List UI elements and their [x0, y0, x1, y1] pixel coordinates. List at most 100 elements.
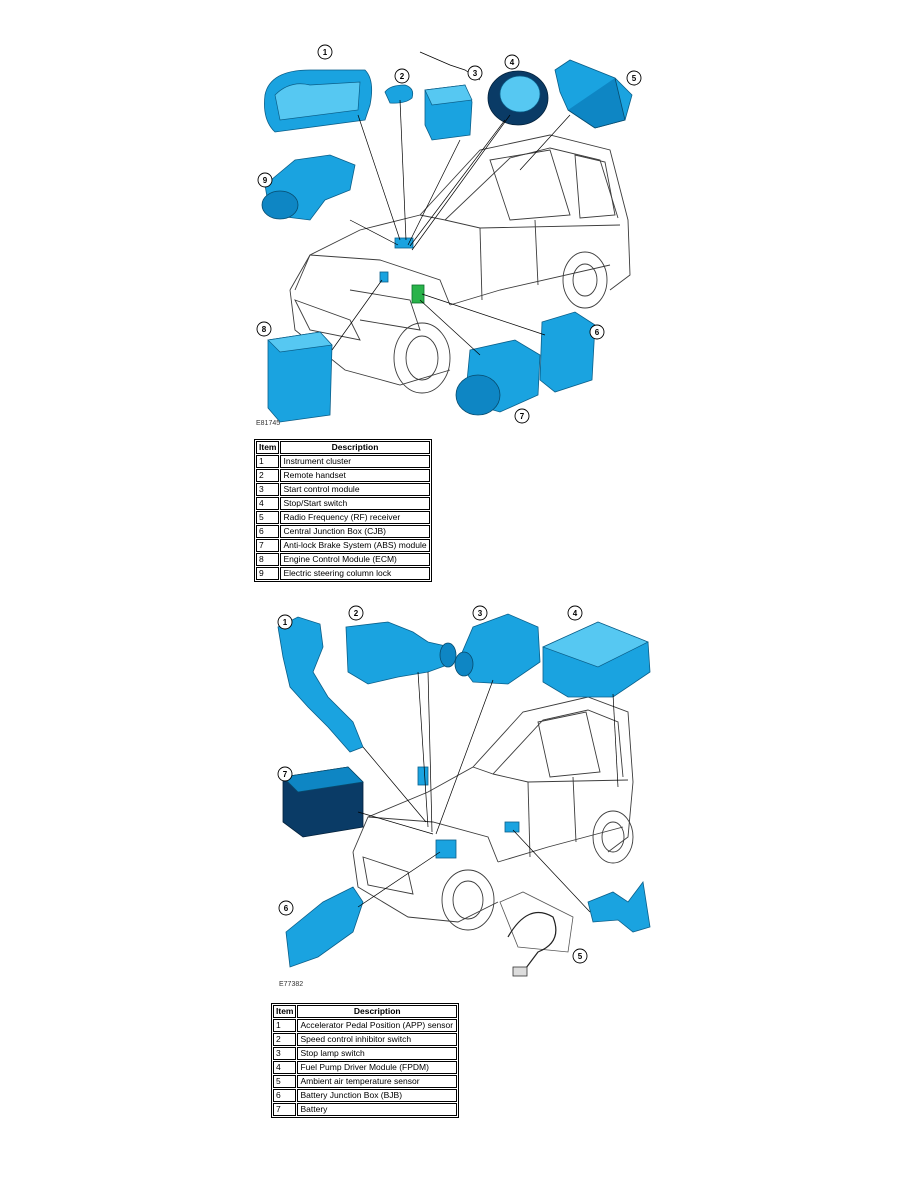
- start-control-module-part: [419, 51, 481, 141]
- mirror-location: [504, 821, 520, 833]
- item-number: 6: [273, 1089, 297, 1102]
- callout-7: 7: [277, 766, 293, 782]
- app-sensor-part: [277, 616, 364, 753]
- callout-6: 6: [278, 900, 294, 916]
- item-description: Engine Control Module (ECM): [280, 553, 430, 566]
- item-description: Anti-lock Brake System (ABS) module: [280, 539, 430, 552]
- svg-text:6: 6: [284, 904, 289, 913]
- item-description: Remote handset: [280, 469, 430, 482]
- svg-text:3: 3: [478, 609, 483, 618]
- callout-7: 7: [514, 408, 530, 424]
- item-description: Accelerator Pedal Position (APP) sensor: [297, 1019, 457, 1032]
- item-number: 5: [256, 511, 280, 524]
- item-number: 1: [273, 1019, 297, 1032]
- svg-text:5: 5: [632, 74, 637, 83]
- battery-part: [282, 766, 364, 838]
- callout-5: 5: [626, 70, 642, 86]
- cjb-part: [539, 311, 596, 393]
- item-number: 5: [273, 1075, 297, 1088]
- svg-text:9: 9: [263, 176, 268, 185]
- item-description: Ambient air temperature sensor: [297, 1075, 457, 1088]
- figure-1-code: E81745: [256, 420, 281, 427]
- item-number: 9: [256, 567, 280, 580]
- item-number: 7: [273, 1103, 297, 1116]
- svg-text:3: 3: [473, 69, 478, 78]
- ecm-location: [379, 271, 389, 283]
- item-number: 4: [256, 497, 280, 510]
- item-description: Speed control inhibitor switch: [297, 1033, 457, 1046]
- item-description: Instrument cluster: [280, 455, 430, 468]
- fpdm-part: [542, 621, 651, 698]
- item-number: 2: [273, 1033, 297, 1046]
- item-description: Battery Junction Box (BJB): [297, 1089, 457, 1102]
- figure-1-leaders: [331, 99, 571, 356]
- item-description: Central Junction Box (CJB): [280, 525, 430, 538]
- item-number: 2: [256, 469, 280, 482]
- figure-1-illustration: 1 2 3 4 5 6 7 8 9: [256, 44, 642, 424]
- figure-2-code: E77382: [279, 981, 304, 988]
- item-number: 4: [273, 1061, 297, 1074]
- header-description: Description: [297, 1005, 457, 1018]
- callout-1: 1: [277, 614, 293, 630]
- bjb-part: [285, 886, 364, 968]
- svg-text:7: 7: [520, 412, 525, 421]
- figure-2-leaders: [357, 671, 619, 913]
- item-description: Radio Frequency (RF) receiver: [280, 511, 430, 524]
- item-number: 7: [256, 539, 280, 552]
- item-description: Fuel Pump Driver Module (FPDM): [297, 1061, 457, 1074]
- item-number: 3: [256, 483, 280, 496]
- item-description: Electric steering column lock: [280, 567, 430, 580]
- stop-lamp-switch-part: [454, 613, 541, 685]
- callout-5: 5: [572, 948, 588, 964]
- steering-column-lock-part: [261, 154, 356, 221]
- callout-2: 2: [348, 605, 364, 621]
- svg-text:6: 6: [595, 328, 600, 337]
- callout-3: 3: [467, 65, 483, 81]
- speed-control-switch-part: [345, 621, 457, 685]
- item-description: Start control module: [280, 483, 430, 496]
- item-number: 1: [256, 455, 280, 468]
- item-number: 3: [273, 1047, 297, 1060]
- svg-text:2: 2: [354, 609, 359, 618]
- callout-3: 3: [472, 605, 488, 621]
- svg-text:4: 4: [573, 609, 578, 618]
- remote-handset-part: [384, 84, 414, 104]
- item-description: Stop lamp switch: [297, 1047, 457, 1060]
- header-item: Item: [256, 441, 280, 454]
- ecm-part: [267, 331, 333, 423]
- item-number: 8: [256, 553, 280, 566]
- rf-receiver-part: [554, 59, 633, 129]
- svg-text:1: 1: [283, 618, 288, 627]
- item-number: 6: [256, 525, 280, 538]
- bjb-location: [435, 839, 457, 859]
- abs-module-part: [455, 339, 541, 416]
- header-item: Item: [273, 1005, 297, 1018]
- callout-4: 4: [504, 54, 520, 70]
- stop-start-switch-part: [487, 70, 549, 126]
- ambient-sensor-part: [499, 881, 651, 977]
- item-description: Stop/Start switch: [280, 497, 430, 510]
- legend-header-row: Item Description: [256, 441, 430, 454]
- vehicle-outline-2: [352, 696, 634, 931]
- pedal-location: [417, 766, 429, 786]
- instrument-cluster-part: [264, 69, 373, 133]
- callout-8: 8: [256, 321, 272, 337]
- svg-text:1: 1: [323, 48, 328, 57]
- callout-4: 4: [567, 605, 583, 621]
- figure-2-illustration: 1 2 3 4 5 6 7: [277, 605, 651, 977]
